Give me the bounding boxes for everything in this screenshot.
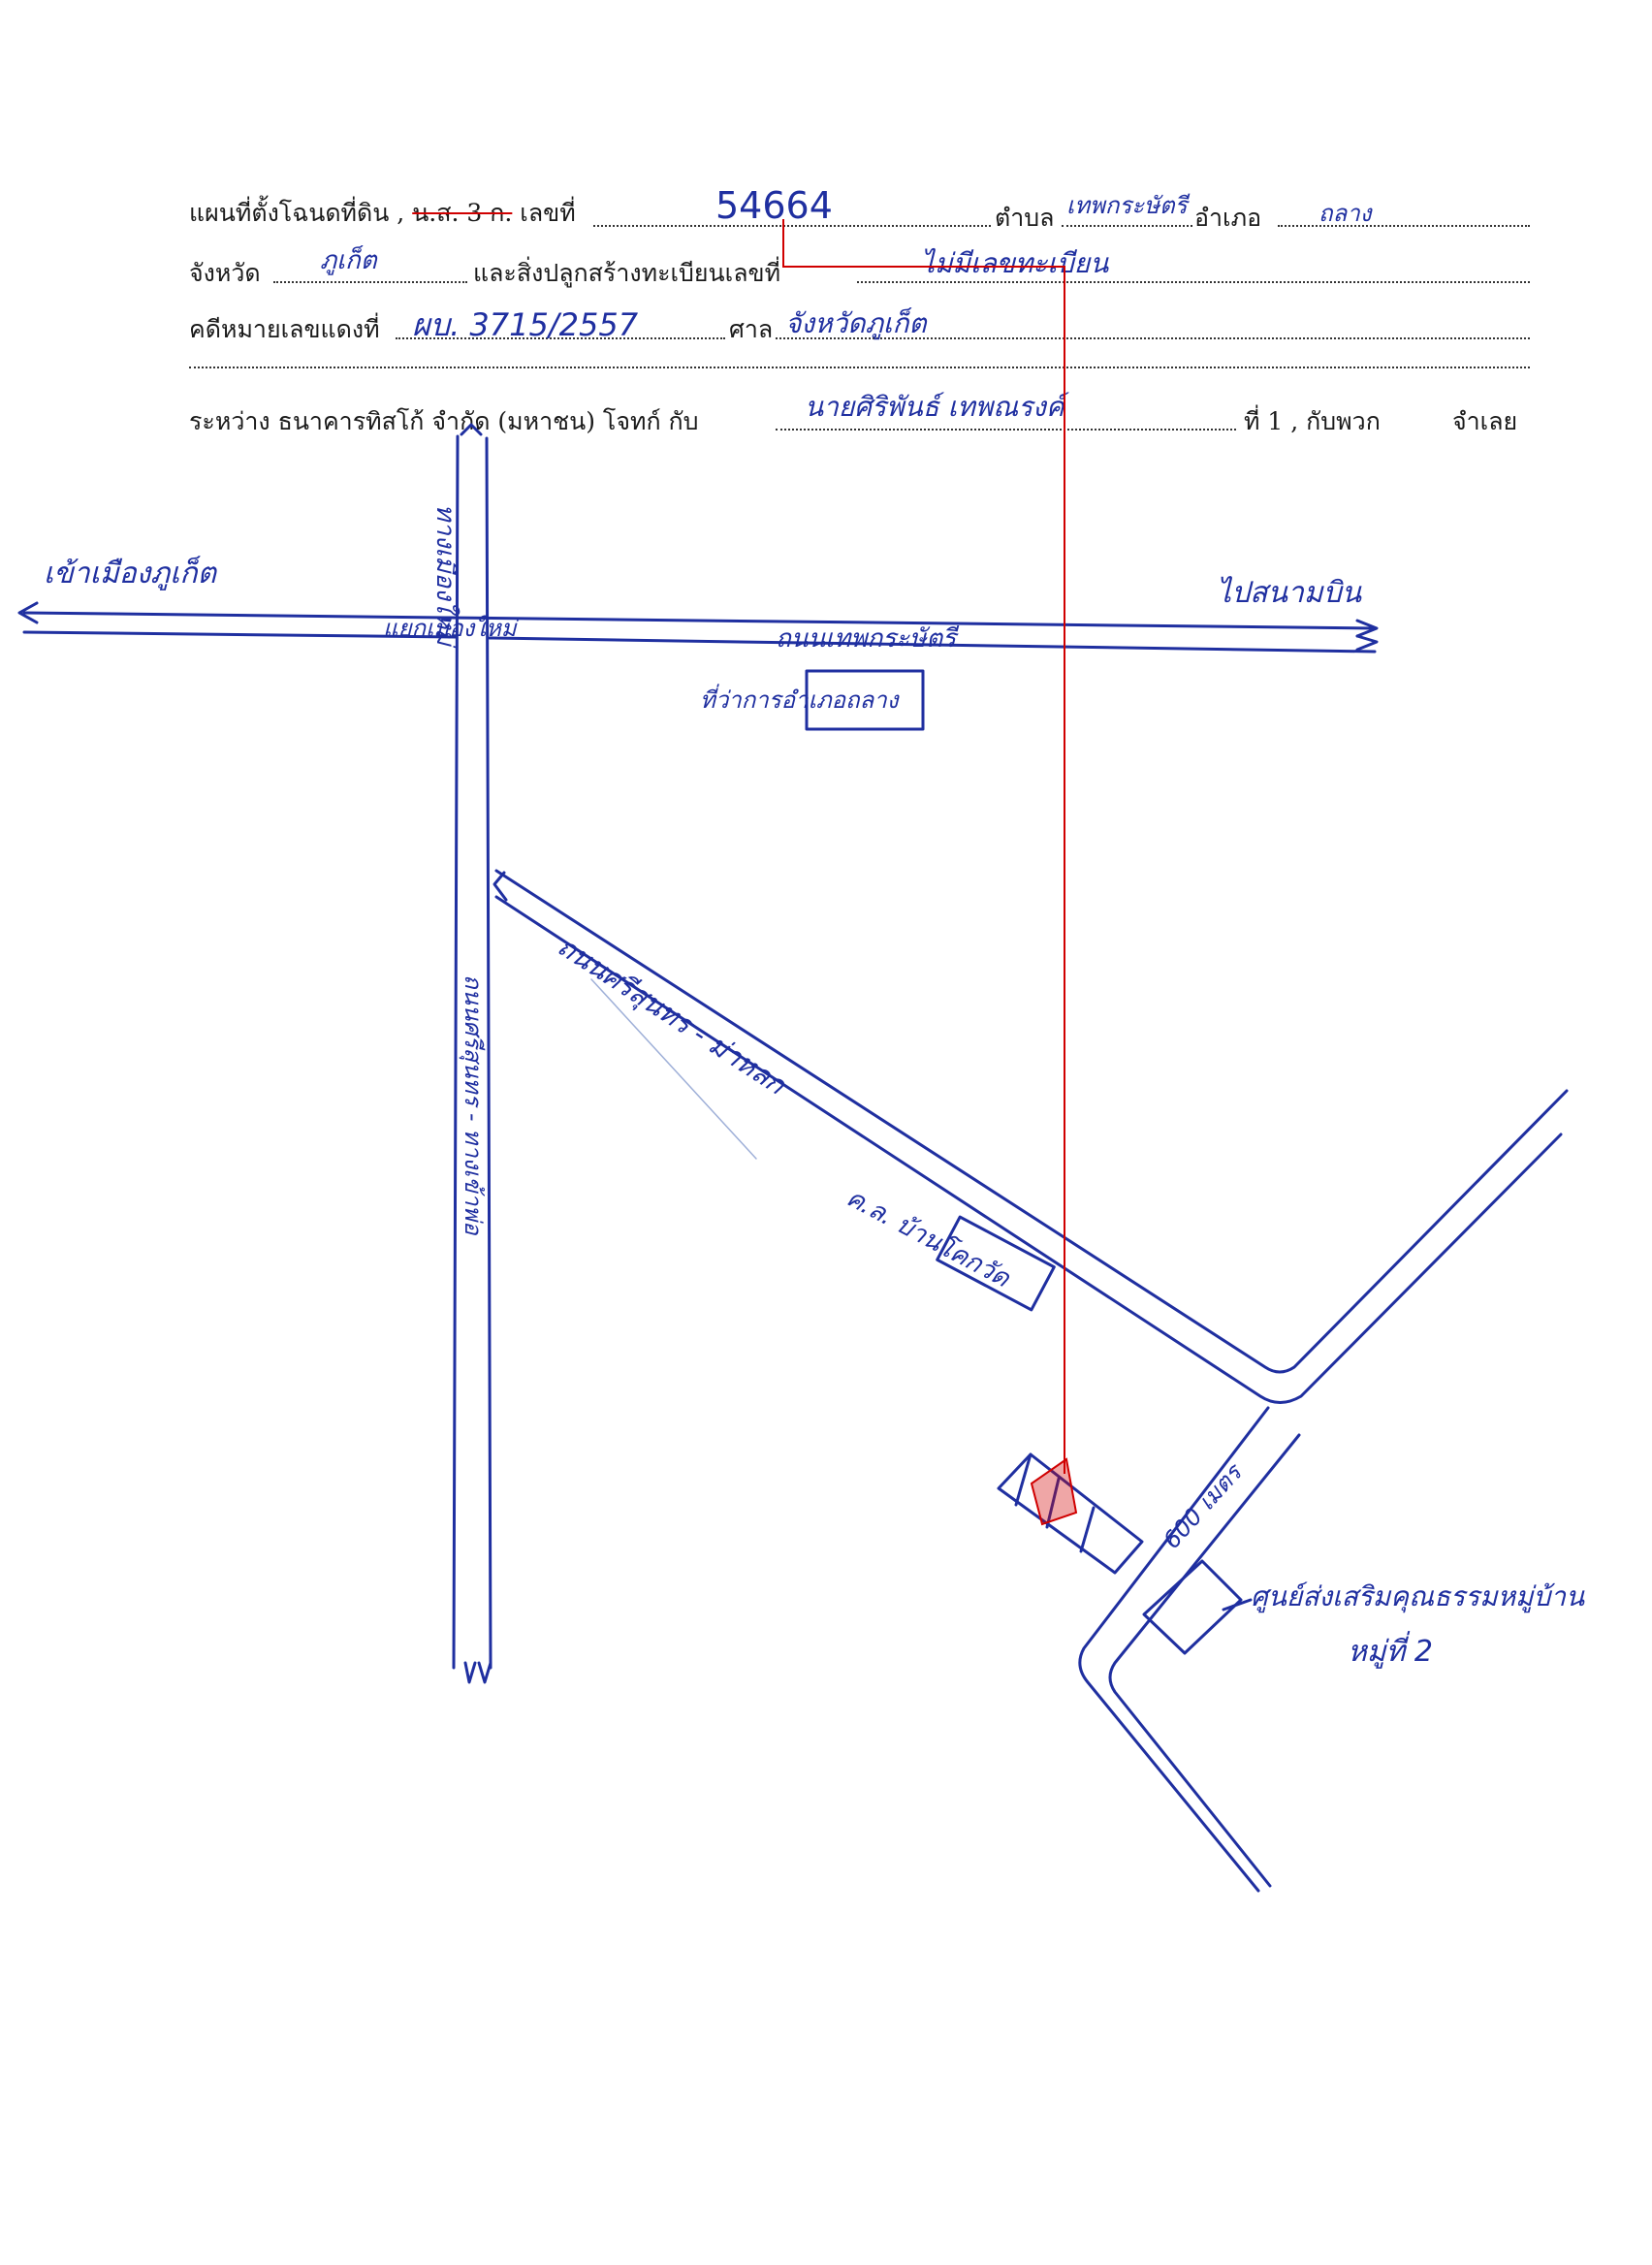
parcel-outline (997, 1452, 1144, 1575)
deed-number-underline (782, 219, 1065, 1474)
label-village-no: หมู่ที่ 2 (1348, 1635, 1433, 1669)
diag-road-arrow (492, 871, 508, 902)
court-value: จังหวัดภูเก็ต (785, 307, 927, 339)
label-vertical-road: ถนนศรีสุนทร - ทางเข้าพ่อ (460, 974, 487, 1235)
amphoe-label: อำเภอ (1194, 204, 1262, 232)
diag-road-top-edge (494, 869, 1569, 1374)
parcel-hatch (1030, 1457, 1078, 1526)
defendant-name: นายศิริพันธ์ เทพณรงค์ (805, 391, 1064, 423)
amphoe-value: ถลาง (1318, 200, 1372, 227)
province-value: ภูเก็ต (320, 246, 377, 275)
east-arrow (1355, 634, 1379, 652)
buildings-value: ไม่มีเลขทะเบียน (921, 247, 1109, 279)
district-office-box (805, 669, 925, 731)
diag-road-bottom-edge (494, 895, 1563, 1404)
south-arrow-left (463, 1661, 477, 1684)
label-to-airport: ไปสนามบิน (1217, 576, 1362, 610)
court-label: ศาล (729, 315, 774, 343)
north-arrow (460, 423, 483, 436)
jamloei-label: จำเลย (1452, 407, 1518, 435)
vertical-road-right-edge (485, 436, 492, 1670)
label-main-road: ถนนเทพกระษัตรี (776, 624, 957, 654)
village-road-box (936, 1215, 1056, 1312)
province-label: จังหวัด (189, 259, 261, 287)
between-text: ระหว่าง ธนาคารทิสโก้ จำกัด (มหาชน) โจทก์… (189, 407, 699, 435)
label-community-center: ศูนย์ส่งเสริมคุณธรรมหมู่บ้าน (1251, 1580, 1585, 1612)
east-arrow-top (1355, 619, 1379, 638)
header-line-1: แผนที่ตั้งโฉนดที่ดิน , น.ส. 3 ก. เลขที่ (189, 194, 576, 233)
community-center-leader (1222, 1598, 1253, 1611)
main-road-top-edge (22, 611, 1377, 630)
main-road-bottom-edge (22, 630, 1377, 654)
struck-doc-type: น.ส. 3 ก. (412, 199, 513, 227)
community-center-box (1142, 1559, 1243, 1655)
vertical-road-left-edge (452, 434, 460, 1670)
deed-number: 54664 (715, 184, 833, 227)
tambon-label: ตำบล (995, 204, 1055, 232)
branch-road-right-edge (1108, 1433, 1301, 1888)
first-defendant-label: ที่ 1 , กับพวก (1244, 407, 1381, 435)
label-district-office: ที่ว่าการอำเภอถลาง (700, 686, 899, 714)
buildings-label: และสิ่งปลูกสร้างทะเบียนเลขที่ (473, 259, 781, 287)
west-arrow (17, 601, 39, 624)
branch-road-left-edge (1078, 1406, 1270, 1893)
label-intersection: แยกเมืองใหม่ (383, 615, 517, 642)
tambon-value: เทพกระษัตรี (1066, 192, 1188, 219)
case-label: คดีหมายเลขแดงที่ (189, 315, 380, 343)
case-value: ผบ. 3715/2557 (412, 306, 639, 343)
header-prefix: แผนที่ตั้งโฉนดที่ดิน , (189, 199, 405, 227)
label-to-phuket: เข้าเมืองภูเก็ต (44, 557, 216, 590)
lekthi-label: เลขที่ (520, 199, 576, 227)
south-arrow-right (477, 1661, 492, 1684)
